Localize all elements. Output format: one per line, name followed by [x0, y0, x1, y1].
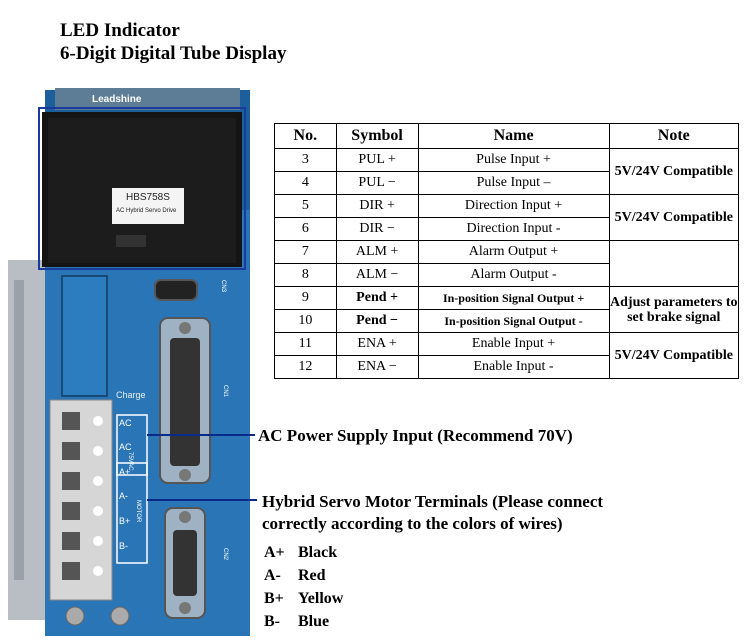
pin-note: 5V/24V Compatible: [608, 332, 740, 379]
pin-symbol: Pend +: [335, 286, 419, 310]
motor-callout-line2: correctly according to the colors of wir…: [262, 514, 563, 533]
table-header-row: No. Symbol Name Note: [274, 123, 740, 149]
motor-tag: MOTOR: [135, 500, 141, 523]
wire-row-a-minus: A-Red: [264, 567, 326, 584]
pin-no: 7: [274, 240, 337, 264]
digital-display-label: 6-Digit Digital Tube Display: [60, 43, 287, 64]
model-desc: AC Hybrid Servo Drive: [116, 208, 177, 214]
led-indicator-label: LED Indicator: [60, 20, 180, 41]
table-row: 12 ENA − Enable Input -: [274, 355, 739, 379]
pin-note: 5V/24V Compatible: [608, 148, 740, 195]
pin-name: Pulse Input –: [417, 171, 610, 195]
table-row: 3 PUL + Pulse Input + 5V/24V Compatible: [274, 148, 740, 195]
pin-name: Direction Input -: [417, 217, 610, 241]
header-no: No.: [274, 123, 337, 149]
pin-name: Enable Input +: [417, 332, 610, 356]
cn2-label: CN2: [222, 548, 228, 561]
pin-symbol: DIR −: [335, 217, 419, 241]
ac-label-2: AC: [119, 442, 132, 452]
table-row: 6 DIR − Direction Input -: [274, 217, 739, 241]
pin-no: 3: [274, 148, 337, 172]
motor-label-a-plus: A+: [119, 467, 131, 477]
table-row: 7 ALM + Alarm Output +: [274, 240, 740, 287]
servo-drive: Leadshine HBS758S AC Hybrid Servo Drive …: [0, 80, 270, 636]
pin-note: [608, 240, 740, 287]
pin-no: 9: [274, 286, 337, 310]
pin-no: 4: [274, 171, 337, 195]
pin-note: 5V/24V Compatible: [608, 194, 740, 241]
wire-color-list: A+Black A-Red B+Yellow B-Blue: [264, 541, 343, 633]
pin-name: Alarm Output -: [417, 263, 610, 287]
pin-no: 12: [274, 355, 337, 379]
pin-table: No. Symbol Name Note 3 PUL + Pulse Input…: [274, 123, 740, 379]
servo-drive-illustration: [8, 88, 250, 636]
pin-symbol: PUL +: [335, 148, 419, 172]
pin-note: Adjust parameters to set brake signal: [608, 286, 740, 333]
charge-label: Charge: [116, 390, 146, 400]
header-symbol: Symbol: [335, 123, 419, 149]
pin-name: Pulse Input +: [417, 148, 610, 172]
header-name: Name: [417, 123, 610, 149]
pin-no: 10: [274, 309, 337, 333]
pin-symbol: ENA +: [335, 332, 419, 356]
wire-row-b-plus: B+Yellow: [264, 590, 344, 607]
pin-name: In-position Signal Output +: [417, 286, 610, 310]
pin-name: Alarm Output +: [417, 240, 610, 264]
table-row: 9 Pend + In-position Signal Output + Adj…: [274, 286, 740, 333]
pin-no: 8: [274, 263, 337, 287]
motor-label-a-minus: A-: [119, 491, 128, 501]
pin-symbol: ALM −: [335, 263, 419, 287]
ac-callout-line: [147, 434, 255, 436]
pin-no: 11: [274, 332, 337, 356]
ac-label-1: AC: [119, 418, 132, 428]
pin-symbol: ALM +: [335, 240, 419, 264]
motor-callout-line: [147, 499, 257, 501]
wire-row-b-minus: B-Blue: [264, 613, 330, 630]
motor-label-b-minus: B-: [119, 541, 128, 551]
pin-symbol: DIR +: [335, 194, 419, 218]
brand-logo: Leadshine: [92, 94, 142, 105]
pin-name: Direction Input +: [417, 194, 610, 218]
cn1-label: CN1: [222, 385, 228, 398]
header-note: Note: [608, 123, 740, 149]
wire-row-a-plus: A+Black: [264, 544, 338, 561]
table-row: 8 ALM − Alarm Output -: [274, 263, 739, 287]
table-row: 5 DIR + Direction Input + 5V/24V Compati…: [274, 194, 740, 241]
ac-power-callout: AC Power Supply Input (Recommend 70V): [258, 426, 573, 445]
pin-symbol: ENA −: [335, 355, 419, 379]
pin-name: Enable Input -: [417, 355, 610, 379]
cn3-label: CN3: [220, 280, 226, 293]
pin-symbol: PUL −: [335, 171, 419, 195]
pin-no: 5: [274, 194, 337, 218]
motor-label-b-plus: B+: [119, 516, 131, 526]
pin-symbol: Pend −: [335, 309, 419, 333]
table-row: 11 ENA + Enable Input + 5V/24V Compatibl…: [274, 332, 740, 379]
pin-no: 6: [274, 217, 337, 241]
pin-name: In-position Signal Output -: [417, 309, 610, 333]
motor-callout-line1: Hybrid Servo Motor Terminals (Please con…: [262, 492, 604, 511]
model-label: HBS758S: [126, 192, 170, 203]
table-row: 10 Pend − In-position Signal Output -: [274, 309, 739, 333]
